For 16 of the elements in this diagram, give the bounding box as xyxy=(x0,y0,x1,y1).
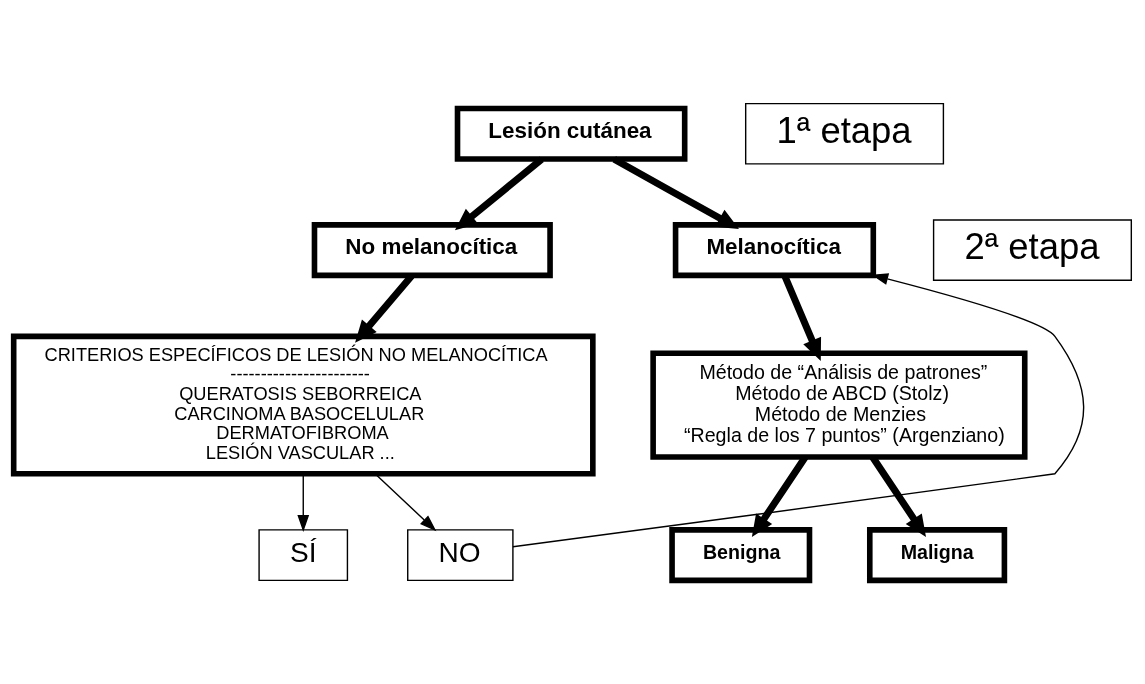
arrow xyxy=(297,473,310,532)
node-box: Melanocítica xyxy=(672,222,877,279)
node-box: NO xyxy=(407,529,514,582)
node-box: Benigna xyxy=(669,527,813,584)
node-box: Maligna xyxy=(867,527,1008,584)
arrow xyxy=(512,273,1085,548)
node-box: CRITERIOS ESPECÍFICOS DE LESIÓN NO MELANOCÍTICA ----------------------- QUERATOSIS SEBORREICA CARCINOMA BASOCELULAR DERMATOFIBROMA LESIÓN VASCULAR ... xyxy=(10,333,596,477)
node-box: Método de “Análisis de patrones” Método de ABCD (Stolz) Método de Menzies “Regla de los 7 puntos” (Argenziano) xyxy=(650,350,1028,460)
node-box: No melanocítica xyxy=(311,222,553,279)
node-box: Lesión cutánea xyxy=(454,105,688,162)
arrow xyxy=(454,156,544,231)
node-box: 2ª etapa xyxy=(932,219,1132,281)
node-box: 1ª etapa xyxy=(744,102,945,165)
arrow xyxy=(612,156,739,229)
arrow xyxy=(374,473,437,532)
node-box: SÍ xyxy=(258,529,349,582)
